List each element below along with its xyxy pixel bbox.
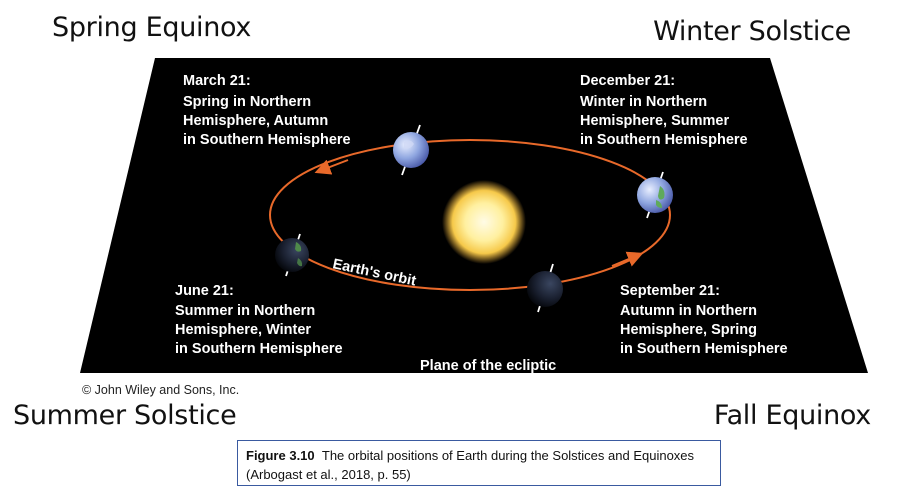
- december-line-3: in Southern Hemisphere: [580, 132, 748, 148]
- earth-orbit: [269, 139, 671, 291]
- june-date-label: June 21:: [175, 283, 234, 299]
- orbit-arrow-left: [314, 159, 349, 175]
- september-line-1: Autumn in Northern: [620, 303, 757, 319]
- copyright-notice: © John Wiley and Sons, Inc.: [82, 383, 240, 397]
- september-line-2: Hemisphere, Spring: [620, 322, 757, 338]
- figure-caption: Figure 3.10 The orbital positions of Ear…: [237, 440, 721, 486]
- summer-solstice-heading: Summer Solstice: [13, 400, 237, 431]
- earth-december-icon: [637, 171, 673, 219]
- fall-equinox-heading: Fall Equinox: [713, 400, 871, 431]
- march-line-3: in Southern Hemisphere: [183, 132, 351, 148]
- earth-june-icon: [275, 233, 309, 277]
- december-line-1: Winter in Northern: [580, 94, 707, 110]
- june-line-3: in Southern Hemisphere: [175, 341, 343, 357]
- june-line-2: Hemisphere, Winter: [175, 322, 311, 338]
- caption-figure-number: Figure 3.10: [246, 448, 315, 463]
- september-date-label: September 21:: [620, 283, 720, 299]
- march-line-2: Hemisphere, Autumn: [183, 113, 328, 129]
- orbit-arrow-right: [611, 251, 644, 267]
- spring-equinox-heading: Spring Equinox: [52, 12, 252, 43]
- caption-text: The orbital positions of Earth during th…: [246, 448, 695, 482]
- december-line-2: Hemisphere, Summer: [580, 113, 729, 129]
- ecliptic-plane-label: Plane of the ecliptic: [420, 358, 556, 374]
- march-date-label: March 21:: [183, 73, 251, 89]
- september-line-3: in Southern Hemisphere: [620, 341, 788, 357]
- december-date-label: December 21:: [580, 73, 675, 89]
- winter-solstice-heading: Winter Solstice: [653, 16, 851, 47]
- march-line-1: Spring in Northern: [183, 94, 311, 110]
- earth-march-icon: [393, 124, 429, 176]
- sun-icon: [442, 180, 526, 264]
- june-line-1: Summer in Northern: [175, 303, 315, 319]
- earth-september-icon: [527, 263, 563, 313]
